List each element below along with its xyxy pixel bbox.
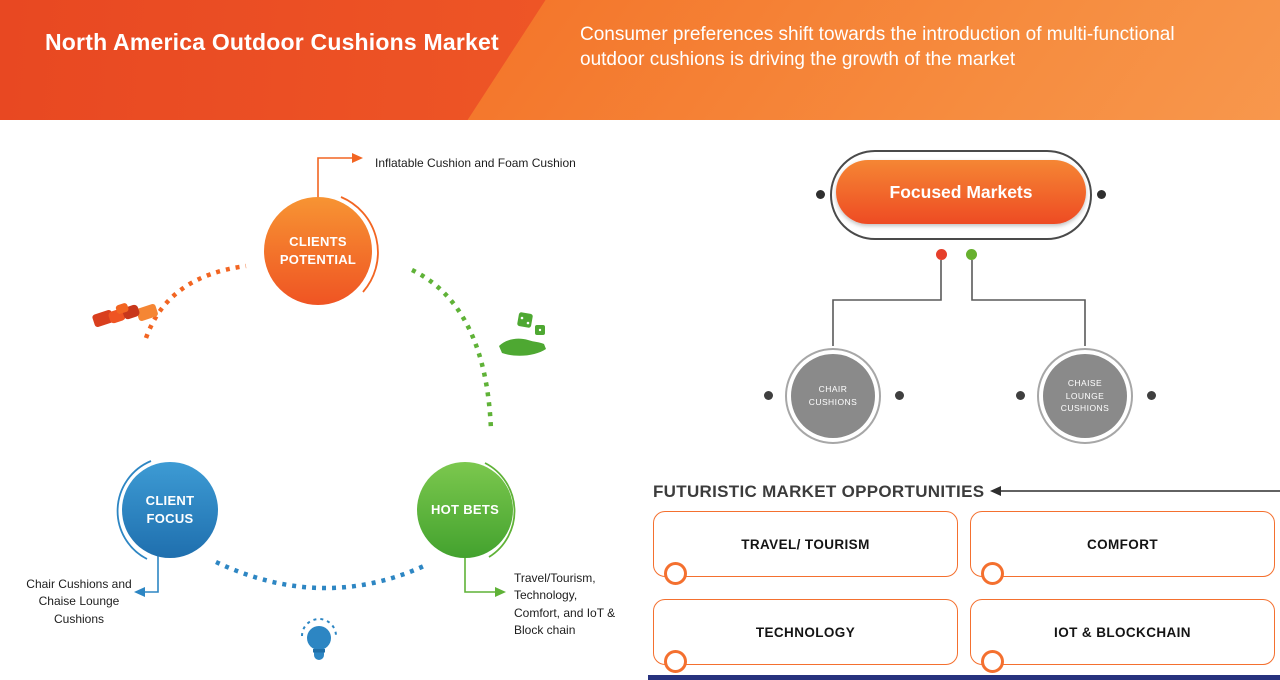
opportunity-label: COMFORT [1086,536,1159,552]
corner-circle-marker [664,650,687,673]
tree-connector-left [832,260,942,346]
dotted-arc-orange [143,263,247,339]
arrowhead-clients-potential [352,153,363,163]
tree-connector-right [971,260,1086,346]
arrow-line-hot-bets [464,557,495,593]
opportunity-box-technology: TECHNOLOGY [653,599,958,673]
dotted-arc-green [411,267,494,431]
corner-circle-marker [664,562,687,585]
market-node-label: CHAISE LOUNGE CUSHIONS [1043,354,1127,438]
bottom-accent-bar [648,675,1280,680]
market-node-label: CHAIR CUSHIONS [791,354,875,438]
opportunity-label: TRAVEL/ TOURISM [741,536,870,552]
opportunity-label: IOT & BLOCKCHAIN [1054,624,1191,640]
annotation-client-focus: Chair Cushions and Chaise Lounge Cushion… [26,577,132,626]
opportunities-heading: FUTURISTIC MARKET OPPORTUNITIES [653,482,985,501]
cycle-node-clients-potential: CLIENTS POTENTIAL [264,197,372,305]
opportunity-box-comfort: COMFORT [970,511,1275,585]
chaise-node-dot-right [1147,391,1156,400]
chair-node-dot-left [764,391,773,400]
focused-markets-pill: Focused Markets [836,160,1086,224]
opportunity-label: TECHNOLOGY [755,624,856,640]
tree-dot-red [936,249,947,260]
dotted-arc-blue [215,559,425,591]
header-subtitle: Consumer preferences shift towards the i… [580,24,1175,71]
cycle-node-label: HOT BETS [430,502,500,518]
corner-circle-marker [981,562,1004,585]
focused-markets-capsule [830,150,1092,240]
cycle-node-label: CLIENTS POTENTIAL [279,234,357,267]
cycle-node-label: CLIENT FOCUS [145,493,195,526]
chaise-node-dot-left [1016,391,1025,400]
annotation-clients-potential: Inflatable Cushion and Foam Cushion [375,156,576,170]
chair-node-dot-right [895,391,904,400]
lightbulb-icon [298,612,340,670]
handshake-icon [92,296,158,340]
page-title: North America Outdoor Cushions Market [45,29,499,55]
corner-circle-marker [981,650,1004,673]
opportunity-box-iot-blockchain: IOT & BLOCKCHAIN [970,599,1275,673]
tree-dot-green [966,249,977,260]
arrow-line-client-focus [145,552,159,593]
annotation-hot-bets: Travel/Tourism, Technology, Comfort, and… [514,571,616,638]
capsule-dot-left [816,190,825,199]
arrowhead-hot-bets [495,587,506,597]
market-node-chaise-lounge-cushions: CHAISE LOUNGE CUSHIONS [1037,348,1133,444]
cycle-node-hot-bets: HOT BETS [417,462,513,558]
heading-arrowhead [990,486,1001,496]
opportunity-box-travel-tourism: TRAVEL/ TOURISM [653,511,958,585]
cycle-node-client-focus: CLIENT FOCUS [122,462,218,558]
header-banner: North America Outdoor Cushions Market Co… [0,0,1280,120]
arrow-line-clients-potential [317,157,352,199]
market-node-chair-cushions: CHAIR CUSHIONS [785,348,881,444]
dice-hand-icon [498,312,548,362]
capsule-dot-right [1097,190,1106,199]
